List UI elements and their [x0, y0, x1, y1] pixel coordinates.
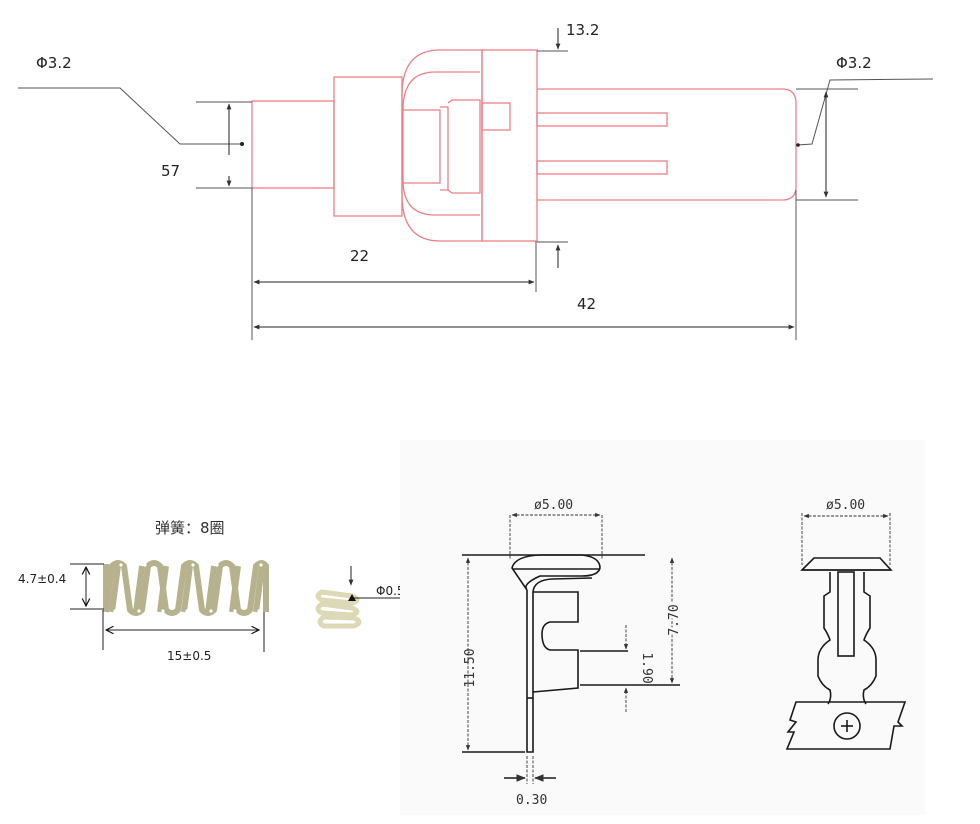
- side-head-to-tab-label: 7.70: [667, 604, 682, 635]
- top-offset-dimension: 13.2: [537, 21, 599, 268]
- front-head-diameter-label: ø5.00: [826, 498, 865, 513]
- switch-core-3: [447, 99, 481, 194]
- switch-body-outline: [251, 49, 797, 242]
- contact-side-view: ø5.00 11.50 7.70 1.90 0.30: [462, 498, 685, 808]
- length-dimensions: 22 42: [251, 188, 797, 340]
- contact-panel-bg: [400, 440, 925, 815]
- left-leader-line: [18, 87, 240, 145]
- spring-length-label: 15±0.5: [167, 649, 211, 663]
- right-leader-line: [797, 78, 934, 146]
- switch-plunger: [251, 100, 335, 189]
- switch-housing-outer: [401, 49, 482, 242]
- side-head-diameter-label: ø5.00: [534, 498, 573, 513]
- switch-collar: [333, 76, 403, 217]
- front-slot: [837, 571, 855, 657]
- right-diameter-callout: Φ3.2: [796, 54, 934, 201]
- left-diameter-callout: Φ3.2: [18, 54, 244, 146]
- spring-length-dimension: 15±0.5: [102, 610, 265, 663]
- spring-coils: [103, 560, 269, 616]
- push-switch-drawing: Φ3.2 57 13.2 Φ3.2: [18, 21, 934, 340]
- left-height-label: 57: [161, 162, 180, 180]
- spring-drawing: 弹簧：8圈 4.7±0.4 15±0.5: [18, 519, 420, 663]
- top-offset-label: 13.2: [566, 21, 599, 39]
- spring-title: 弹簧：8圈: [155, 519, 225, 537]
- spring-highlights: [113, 563, 263, 613]
- left-height-dimension: 57: [161, 101, 252, 189]
- length-42-label: 42: [577, 295, 596, 313]
- spring-height-dimension: 4.7±0.4: [18, 563, 104, 610]
- left-diameter-label: Φ3.2: [36, 54, 72, 72]
- switch-core-2: [440, 106, 449, 191]
- switch-core-1: [403, 109, 441, 184]
- switch-housing-inner: [402, 71, 480, 216]
- switch-terminal-1: [536, 112, 668, 127]
- spring-end-view: Φ0.5: [315, 566, 420, 629]
- right-diameter-label: Φ3.2: [836, 54, 872, 72]
- front-base-plate: [785, 701, 907, 750]
- switch-flange: [481, 49, 538, 242]
- length-22-label: 22: [350, 247, 369, 265]
- spring-side-view: [103, 560, 269, 616]
- front-body-right: [862, 572, 877, 705]
- contact-head: [511, 554, 601, 591]
- side-thickness-label: 0.30: [516, 793, 547, 808]
- front-screw-hole: [833, 712, 861, 740]
- wire-diameter-label: Φ0.5: [376, 584, 405, 598]
- spring-height-label: 4.7±0.4: [18, 572, 66, 586]
- switch-terminal-2: [536, 160, 668, 175]
- front-body-left: [817, 572, 832, 705]
- switch-barrel: [537, 88, 797, 201]
- side-total-height-label: 11.50: [463, 648, 478, 687]
- switch-core-stub: [481, 102, 511, 131]
- contact-tabs: [532, 591, 579, 693]
- contact-front-view: ø5.00: [785, 498, 907, 750]
- side-tab-gap-label: 1.90: [639, 652, 654, 683]
